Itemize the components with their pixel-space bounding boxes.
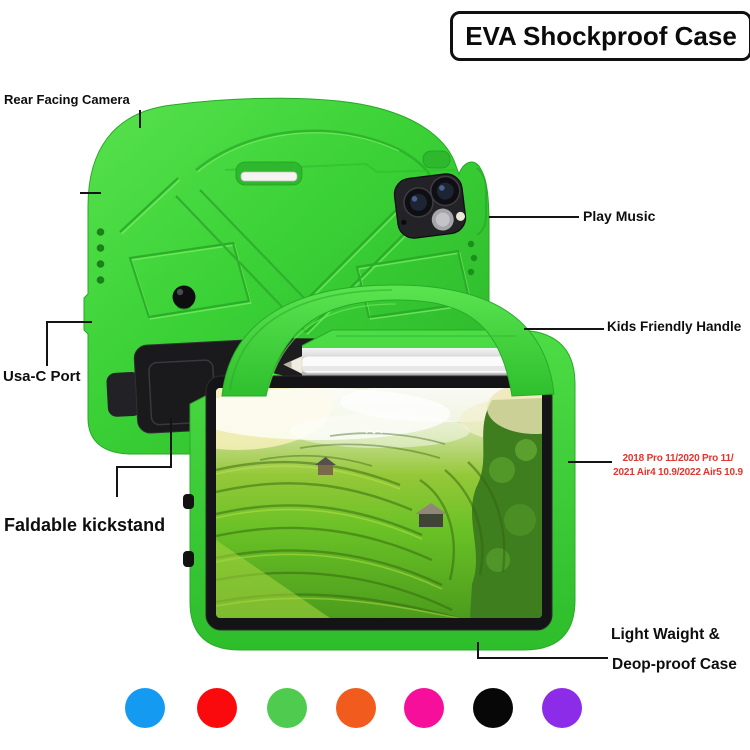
color-swatch-orange xyxy=(336,688,376,728)
rear-camera-module xyxy=(393,173,467,239)
label-usb-c-port: Usa-C Port xyxy=(3,368,81,385)
bird xyxy=(365,430,383,435)
side-button-notch xyxy=(183,551,194,567)
color-swatch-purple xyxy=(542,688,582,728)
callout-lines xyxy=(46,110,612,659)
tablet-edge-sliver xyxy=(240,171,298,182)
color-swatch-pink xyxy=(404,688,444,728)
models-line-2: 2021 Air4 10.9/2022 Air5 10.9 xyxy=(613,467,743,478)
front-handle xyxy=(221,284,555,397)
hut-small xyxy=(315,457,336,475)
label-kids-friendly-handle: Kids Friendly Handle xyxy=(607,319,742,334)
hut-large xyxy=(415,503,447,527)
side-button-notch xyxy=(183,494,194,509)
mic-holes-right xyxy=(467,240,478,276)
flash-led xyxy=(455,211,465,221)
kickstand-knob xyxy=(172,285,196,310)
label-foldable-kickstand: Faldable kickstand xyxy=(4,515,166,535)
label-dropproof: Deop-proof Case xyxy=(612,656,737,673)
title-text: EVA Shockproof Case xyxy=(465,20,737,51)
screen-wallpaper xyxy=(216,388,542,618)
callout-line-kickstand xyxy=(116,418,172,497)
color-swatch-red xyxy=(197,688,237,728)
models-line-1: 2018 Pro 11/2020 Pro 11/ xyxy=(622,453,734,464)
label-rear-facing-camera: Rear Facing Camera xyxy=(4,92,130,107)
case-front-view xyxy=(183,284,576,651)
label-lightweight: Light Waight & xyxy=(611,626,720,643)
stylus-pencil xyxy=(283,355,523,374)
label-compatible-models: 2018 Pro 11/2020 Pro 11/ 2021 Air4 10.9/… xyxy=(598,452,750,480)
title-badge: EVA Shockproof Case xyxy=(450,11,750,61)
label-play-music: Play Music xyxy=(583,208,656,224)
callout-line-lightweight xyxy=(477,642,608,659)
color-swatch-green xyxy=(267,688,307,728)
speaker-holes-left xyxy=(96,228,105,284)
color-swatch-black xyxy=(473,688,513,728)
color-swatch-blue xyxy=(125,688,165,728)
callout-line-usb-port xyxy=(46,321,92,366)
